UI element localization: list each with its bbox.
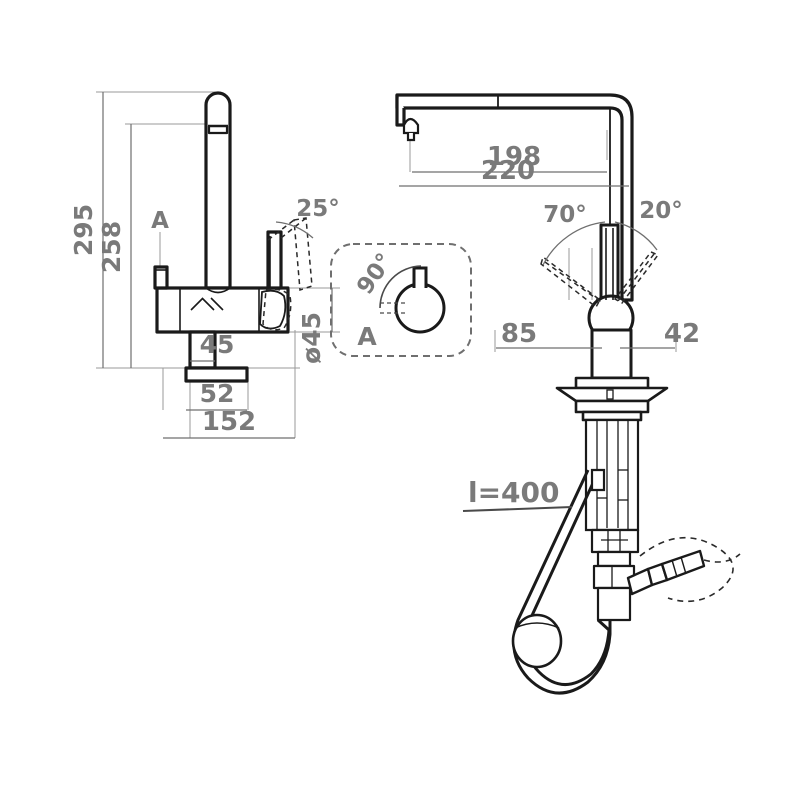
hose-alt-path-tail bbox=[703, 553, 741, 563]
dim-85-label: 85 bbox=[501, 319, 537, 349]
dim-220-label: 220 bbox=[481, 156, 535, 186]
angle-25-left: 25° bbox=[275, 196, 340, 239]
dim-220: 220 bbox=[399, 156, 629, 187]
hose-upper-clamp bbox=[590, 468, 606, 492]
hose-alt-path bbox=[639, 536, 734, 603]
section-marker-a-label: A bbox=[151, 208, 169, 234]
right-view-group: 198 220 70° bbox=[395, 93, 741, 695]
angle-20-right: 20° bbox=[614, 198, 683, 251]
dim-295-label: 295 bbox=[69, 204, 98, 256]
dim-dia45-label: ø45 bbox=[297, 312, 326, 364]
dim-42: 42 bbox=[620, 319, 700, 349]
inset-body-circle bbox=[394, 282, 446, 334]
dim-45-label: 45 bbox=[200, 330, 235, 359]
side-spray-nozzle bbox=[626, 549, 706, 596]
angle-70-label: 70° bbox=[543, 202, 587, 228]
inset-section-a-label: A bbox=[357, 322, 377, 351]
valve-connector bbox=[590, 528, 640, 622]
spout-aerator bbox=[402, 117, 420, 142]
lever-alt-positions bbox=[540, 251, 660, 309]
dim-258-label: 258 bbox=[97, 221, 126, 273]
angle-20-label: 20° bbox=[639, 198, 683, 224]
valve-inner-lines bbox=[601, 530, 628, 588]
nozzle-inner-lines bbox=[671, 556, 687, 578]
inset-spout bbox=[412, 266, 428, 288]
dim-198-label: 198 bbox=[487, 142, 541, 172]
dim-85: 85 bbox=[496, 319, 602, 349]
tap-body-inner-lines bbox=[155, 236, 271, 332]
hose-weight-ball bbox=[511, 613, 563, 669]
inset-border bbox=[330, 243, 472, 357]
dim-152: 152 bbox=[163, 407, 295, 439]
left-view-group: 295 258 A bbox=[69, 91, 340, 439]
tap-body-outline bbox=[153, 91, 290, 383]
dim-258: 258 bbox=[97, 124, 132, 368]
dim-45-left: 45 bbox=[190, 330, 235, 362]
dim-198: 198 bbox=[412, 142, 607, 173]
angle-25-label: 25° bbox=[296, 196, 340, 222]
dim-52-label: 52 bbox=[200, 379, 235, 408]
dim-hose-length-label: l=400 bbox=[468, 476, 560, 509]
dim-hose-length: l=400 bbox=[462, 476, 573, 512]
dim-152-label: 152 bbox=[202, 407, 256, 437]
dim-42-label: 42 bbox=[664, 319, 700, 349]
angle-70-right: 70° bbox=[542, 202, 606, 266]
dim-52: 52 bbox=[186, 379, 247, 411]
dim-295: 295 bbox=[69, 92, 104, 368]
lever-inner-lines bbox=[605, 228, 614, 300]
lever-cartridge-left bbox=[259, 217, 313, 331]
